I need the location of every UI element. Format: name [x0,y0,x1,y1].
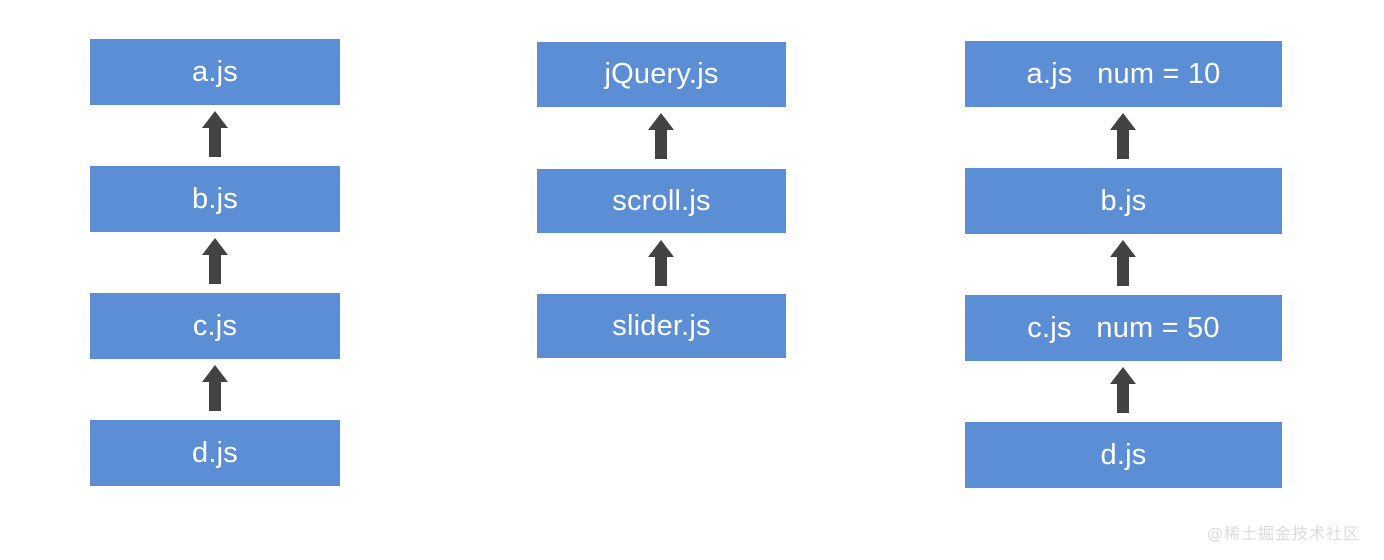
arrow-up-c2-2 [646,237,676,287]
arrow-up-c1-2 [200,235,230,285]
node-box-c2-scroll[interactable]: scroll.js [537,169,786,233]
arrow-up-c1-1 [200,108,230,158]
arrow-up-c2-1 [646,110,676,160]
arrow-up-c3-3 [1108,364,1138,414]
node-label-c2-slider: slider.js [612,309,711,342]
node-label-c1-a: a.js [192,55,238,88]
node-label-c3-c: c.js num = 50 [1027,311,1220,344]
node-label-c2-scroll: scroll.js [612,184,711,217]
node-label-c3-a: a.js num = 10 [1026,57,1221,90]
node-label-c1-b: b.js [192,182,238,215]
node-box-c2-jquery[interactable]: jQuery.js [537,42,786,107]
node-label-c3-d: d.js [1100,438,1147,471]
node-box-c1-a[interactable]: a.js [90,39,340,105]
node-label-c1-c: c.js [192,309,238,342]
node-label-c3-b: b.js [1100,184,1147,217]
node-label-c2-jquery: jQuery.js [604,58,719,90]
node-box-c1-b[interactable]: b.js [90,166,340,232]
watermark-text: @稀土掘金技术社区 [1206,524,1360,543]
arrow-up-c3-2 [1108,237,1138,287]
node-box-c1-c[interactable]: c.js [90,293,340,359]
arrow-up-c3-1 [1108,110,1138,160]
node-box-c3-d[interactable]: d.js [965,422,1282,488]
node-box-c3-b[interactable]: b.js [965,168,1282,234]
node-box-c3-c[interactable]: c.js num = 50 [965,295,1282,361]
node-box-c3-a[interactable]: a.js num = 10 [965,41,1282,107]
node-box-c1-d[interactable]: d.js [90,420,340,486]
node-label-c1-d: d.js [192,436,238,469]
node-box-c2-slider[interactable]: slider.js [537,294,786,358]
arrow-up-c1-3 [200,362,230,412]
